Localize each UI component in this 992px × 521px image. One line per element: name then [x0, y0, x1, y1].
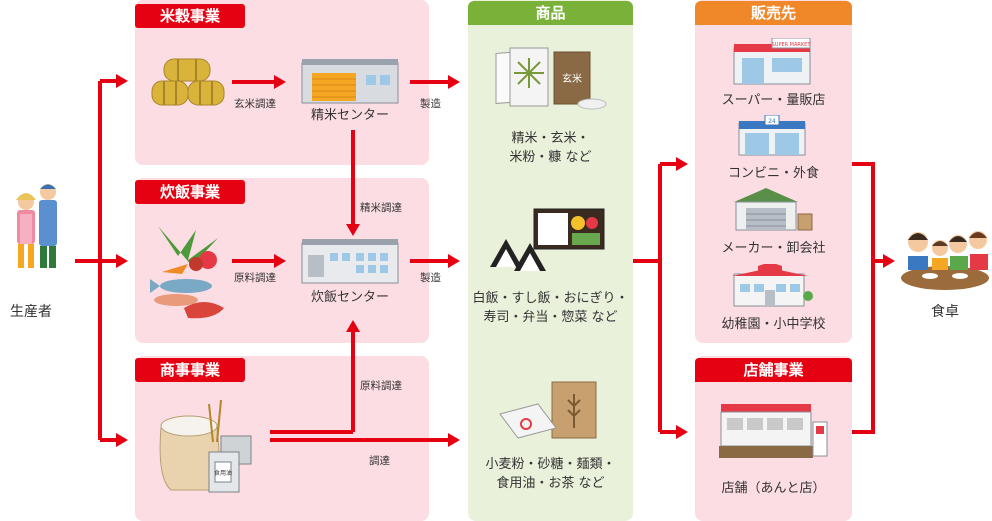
- school-building: [732, 264, 813, 307]
- manufacturer-warehouse-building: [734, 188, 813, 231]
- store-label: 店舗（あんと店）: [721, 481, 826, 496]
- cooked-procure-label: 原料調達: [234, 272, 276, 284]
- sales-item-manufacturer: メーカー・卸会社: [721, 241, 826, 256]
- rice-polishing-center-label: 精米センター: [310, 108, 389, 123]
- rice-procure-label: 玄米調達: [234, 98, 276, 110]
- product-group-trade-text: 小麦粉・砂糖・麺類・ 食用油・お茶 など: [468, 455, 633, 493]
- ant-store-illustration: [719, 404, 828, 458]
- products-title: 商品: [468, 1, 633, 25]
- product-group-trade-line-1: 小麦粉・砂糖・麺類・: [485, 457, 616, 472]
- farmer-couple-illustration: [16, 184, 57, 268]
- bento-onigiri-illustration: [490, 208, 605, 271]
- conbini-sign: 24: [768, 118, 776, 125]
- sales-item-school: 幼稚園・小中学校: [721, 317, 826, 332]
- product-group-cooked-text: 白飯・すし飯・おにぎり・ 寿司・弁当・惣菜 など: [468, 289, 633, 327]
- rice-business-title: 米穀事業: [135, 4, 245, 28]
- convenience-store-building: 24: [738, 115, 806, 156]
- product-group-trade-line-2: 食用油・お茶 など: [496, 476, 605, 491]
- sales-item-convenience: コンビニ・外食: [727, 166, 819, 181]
- ingredients-illustration: [150, 226, 224, 319]
- flour-bag-illustration: [499, 381, 597, 439]
- flour-grain-oil-illustration: 食用油: [159, 399, 252, 493]
- oil-can-label: 食用油: [214, 469, 232, 477]
- sales-title: 販売先: [695, 1, 852, 25]
- product-group-rice-line-2: 米粉・糠 など: [509, 150, 592, 165]
- polished-procure-label: 精米調達: [360, 202, 402, 214]
- product-group-cooked-line-2: 寿司・弁当・惣菜 など: [483, 310, 618, 325]
- rice-polishing-center-building: [301, 59, 399, 104]
- trade-business-title: 商事事業: [135, 358, 245, 382]
- sales-item-supermarket: スーパー・量販店: [721, 93, 826, 108]
- supermarket-sign: SUPER MARKET: [772, 42, 812, 48]
- cooked-rice-business-title: 炊飯事業: [135, 180, 245, 204]
- rice-bags-illustration: 玄米: [495, 47, 607, 110]
- cooked-rice-center-building: [301, 239, 399, 284]
- stores-title: 店舗事業: [695, 358, 852, 382]
- supermarket-building: SUPER MARKET: [733, 38, 812, 85]
- producer-label: 生産者: [10, 304, 52, 320]
- material-procure-label: 原料調達: [360, 380, 402, 392]
- family-dining-table-illustration: [901, 231, 989, 290]
- product-group-rice-text: 精米・玄米・ 米粉・糠 など: [468, 129, 633, 167]
- product-group-cooked-line-1: 白飯・すし飯・おにぎり・: [472, 291, 629, 306]
- cooked-rice-center-label: 炊飯センター: [310, 290, 389, 305]
- procure-label: 調達: [369, 455, 390, 467]
- mfg-label-1: 製造: [420, 98, 441, 110]
- mfg-label-2: 製造: [420, 272, 441, 284]
- brown-rice-bag-label: 玄米: [562, 72, 582, 85]
- product-group-rice-line-1: 精米・玄米・: [511, 131, 590, 146]
- rice-bales-illustration: [151, 58, 225, 106]
- table-label: 食卓: [931, 304, 959, 320]
